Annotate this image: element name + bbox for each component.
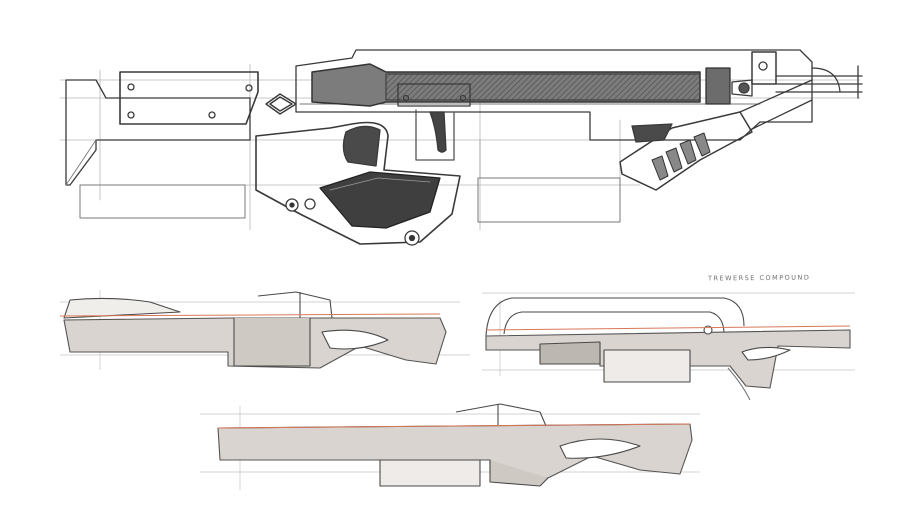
sketch-side-right (482, 292, 855, 401)
rear-sight-block (751, 51, 777, 85)
grip-hole (319, 171, 441, 229)
magazine-box (477, 177, 621, 223)
right-frame-loop (485, 297, 745, 337)
foregrip-ridges (651, 132, 711, 181)
receiver-upper (295, 49, 813, 141)
barrel (775, 65, 863, 99)
grip-frame (255, 121, 461, 245)
sketch-annotation: TREWERSE COMPOUND (707, 273, 811, 283)
sketch-side-bottom (200, 403, 700, 490)
foregrip (619, 111, 753, 191)
scope-ring (705, 67, 731, 105)
main-rifle-sketch (59, 49, 863, 246)
grip-cutout (342, 125, 381, 167)
stock-lower-box (79, 184, 246, 219)
sketch-side-left (59, 290, 470, 370)
trigger-housing (397, 83, 471, 107)
stock-outline (65, 79, 251, 186)
emblem-icon (265, 93, 297, 115)
cheek-plate (119, 71, 259, 125)
trigger-icon (429, 111, 447, 153)
